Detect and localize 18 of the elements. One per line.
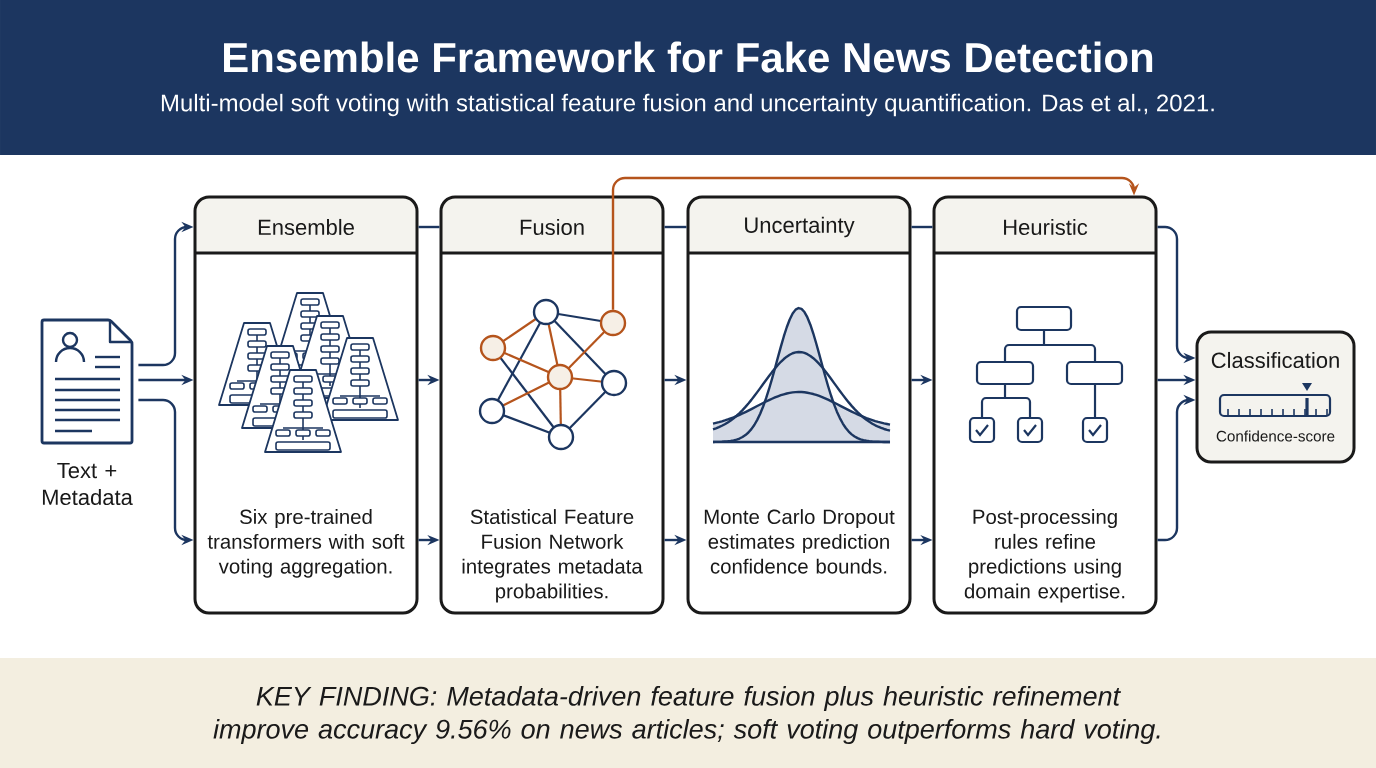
- description-text: Statistical Feature Fusion Network integrates metadata probabilities.: [462, 509, 643, 603]
- key-finding-text: KEY FINDING: Metadata-driven feature fusion plus heuristic refinement improve accuracy 9.56% on news articles; soft voting outperforms hard voting.: [213, 685, 1160, 745]
- description-text: Monte Carlo Dropout estimates prediction confidence bounds.: [704, 509, 895, 574]
- connector-line: [418, 225, 440, 229]
- connector-line: [664, 225, 687, 229]
- panel-heading: Heuristic: [1004, 218, 1088, 236]
- connector-line: [911, 225, 933, 229]
- panel-heading: Fusion: [520, 218, 584, 236]
- input-label: Text + Metadata: [42, 462, 133, 506]
- description-text: Six pre-trained transformers with soft voting aggregation.: [207, 509, 405, 578]
- subtitle: Multi-model soft voting with statistical feature fusion and uncertainty quantification. Das et al., 2021.: [161, 93, 1214, 117]
- panel-heading: Uncertainty: [745, 216, 855, 238]
- network-node: [599, 309, 627, 337]
- title: Ensemble Framework for Fake News Detection: [224, 41, 1153, 73]
- arrow: [611, 176, 1140, 310]
- panel-heading: Ensemble: [258, 218, 354, 236]
- description-text: Post-processing rules refine predictions using domain expertise.: [964, 509, 1125, 603]
- gauge-label: Confidence-score: [1216, 430, 1335, 442]
